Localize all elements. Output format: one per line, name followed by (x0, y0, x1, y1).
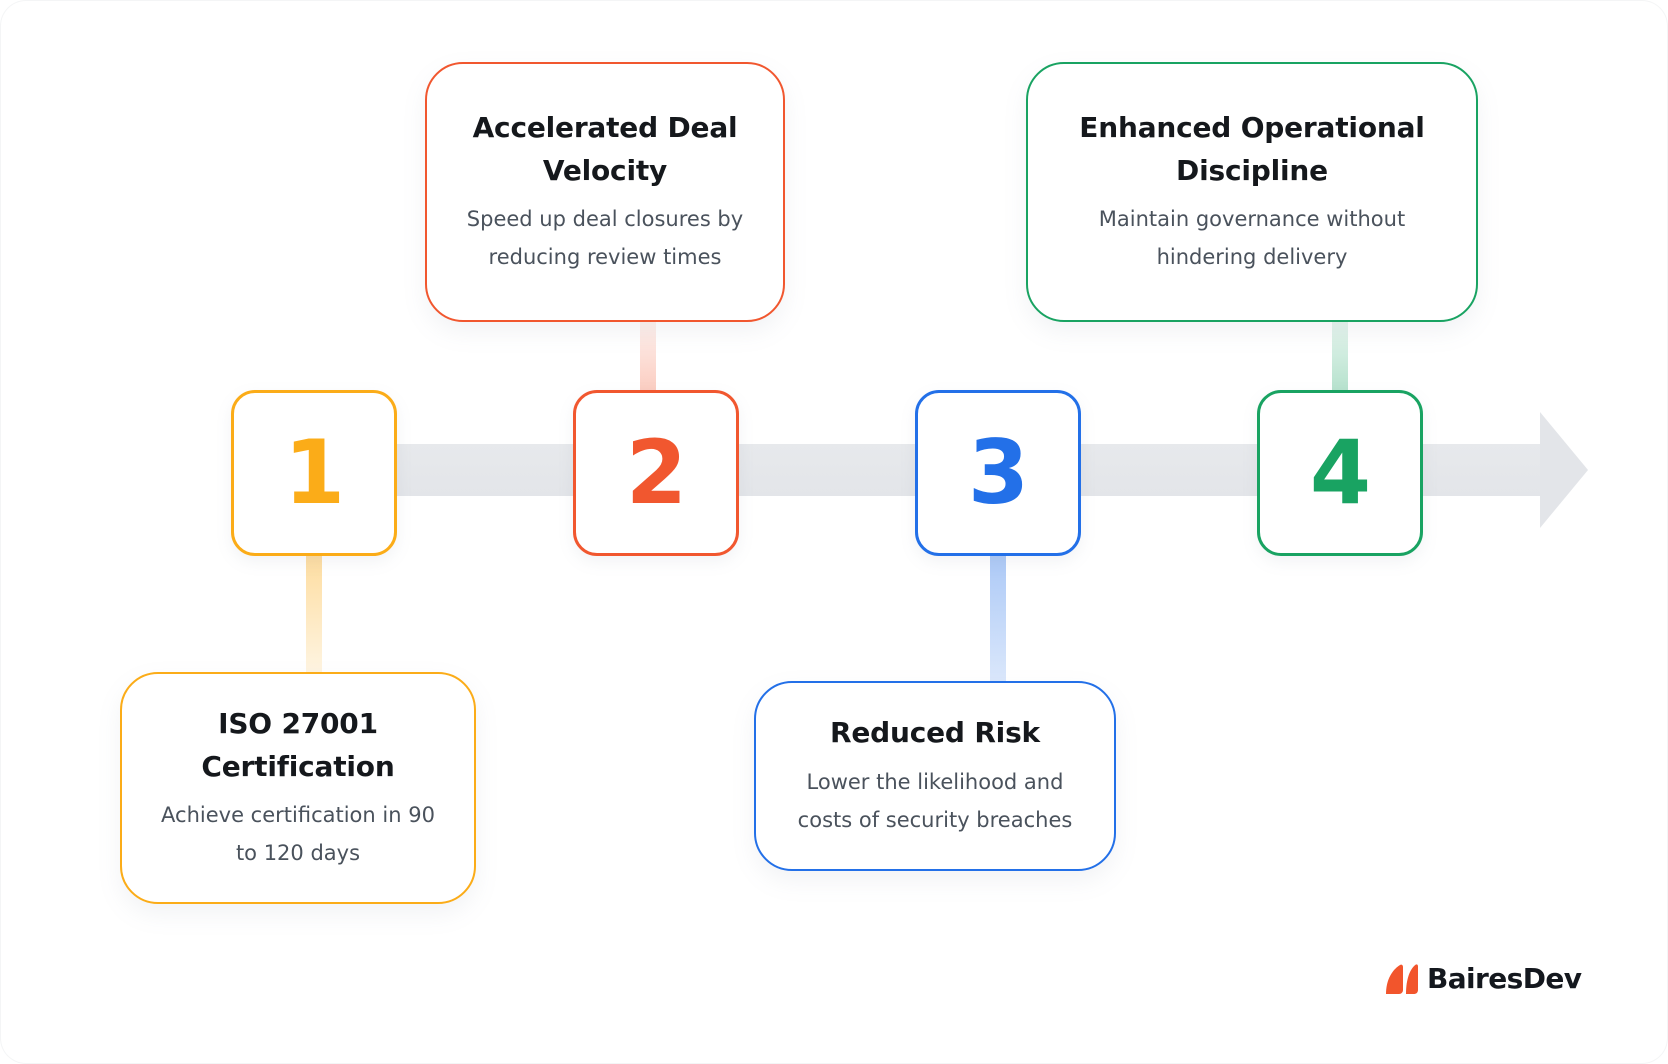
step-1-number-box: 1 (231, 390, 397, 556)
description-line: Maintain governance without (1098, 207, 1406, 232)
card-description: Speed up deal closures by reducing revie… (467, 201, 743, 277)
step-4-connector-line (1332, 320, 1348, 392)
description-line: Speed up deal closures by (466, 207, 744, 232)
description-line: reducing review times (488, 245, 722, 270)
description-line: to 120 days (235, 841, 361, 866)
card-description: Maintain governance without hindering de… (1099, 201, 1405, 277)
description-line: costs of security breaches (797, 807, 1073, 832)
step-2-number-box: 2 (573, 390, 739, 556)
description-line: Achieve certification in 90 (161, 803, 435, 828)
step-4-number-box: 4 (1257, 390, 1423, 556)
timeline-arrowhead-icon (1540, 412, 1588, 528)
step-1-benefit-card: ISO 27001 Certification Achieve certific… (120, 672, 476, 904)
card-title: Enhanced Operational Discipline (1079, 107, 1425, 192)
step-3-number: 3 (967, 421, 1029, 524)
title-line: Certification (201, 749, 395, 783)
card-description: Achieve certification in 90 to 120 days (161, 797, 435, 873)
step-1-connector-line (306, 553, 322, 675)
bairesdev-logo: BairesDev (1384, 962, 1582, 995)
step-3-benefit-card: Reduced Risk Lower the likelihood and co… (754, 681, 1116, 871)
step-4-number: 4 (1309, 421, 1371, 524)
card-title: Reduced Risk (830, 712, 1040, 755)
title-line: Discipline (1176, 153, 1328, 187)
card-title: Accelerated Deal Velocity (473, 107, 738, 192)
description-line: hindering delivery (1156, 245, 1348, 270)
step-2-connector-line (640, 320, 656, 392)
title-line: Accelerated Deal (472, 111, 738, 145)
step-2-number: 2 (625, 421, 687, 524)
title-line: Reduced Risk (830, 716, 1040, 750)
step-3-number-box: 3 (915, 390, 1081, 556)
bairesdev-logo-mark-icon (1386, 964, 1418, 994)
title-line: Velocity (542, 153, 668, 187)
title-line: Enhanced Operational (1079, 111, 1425, 145)
card-description: Lower the likelihood and costs of securi… (798, 764, 1073, 840)
title-line: ISO 27001 (218, 707, 378, 741)
step-1-number: 1 (283, 421, 345, 524)
step-2-benefit-card: Accelerated Deal Velocity Speed up deal … (425, 62, 785, 322)
description-line: Lower the likelihood and (806, 769, 1064, 794)
bairesdev-logo-text: BairesDev (1427, 962, 1582, 995)
step-3-connector-line (990, 553, 1006, 684)
step-4-benefit-card: Enhanced Operational Discipline Maintain… (1026, 62, 1478, 322)
card-title: ISO 27001 Certification (201, 703, 394, 788)
